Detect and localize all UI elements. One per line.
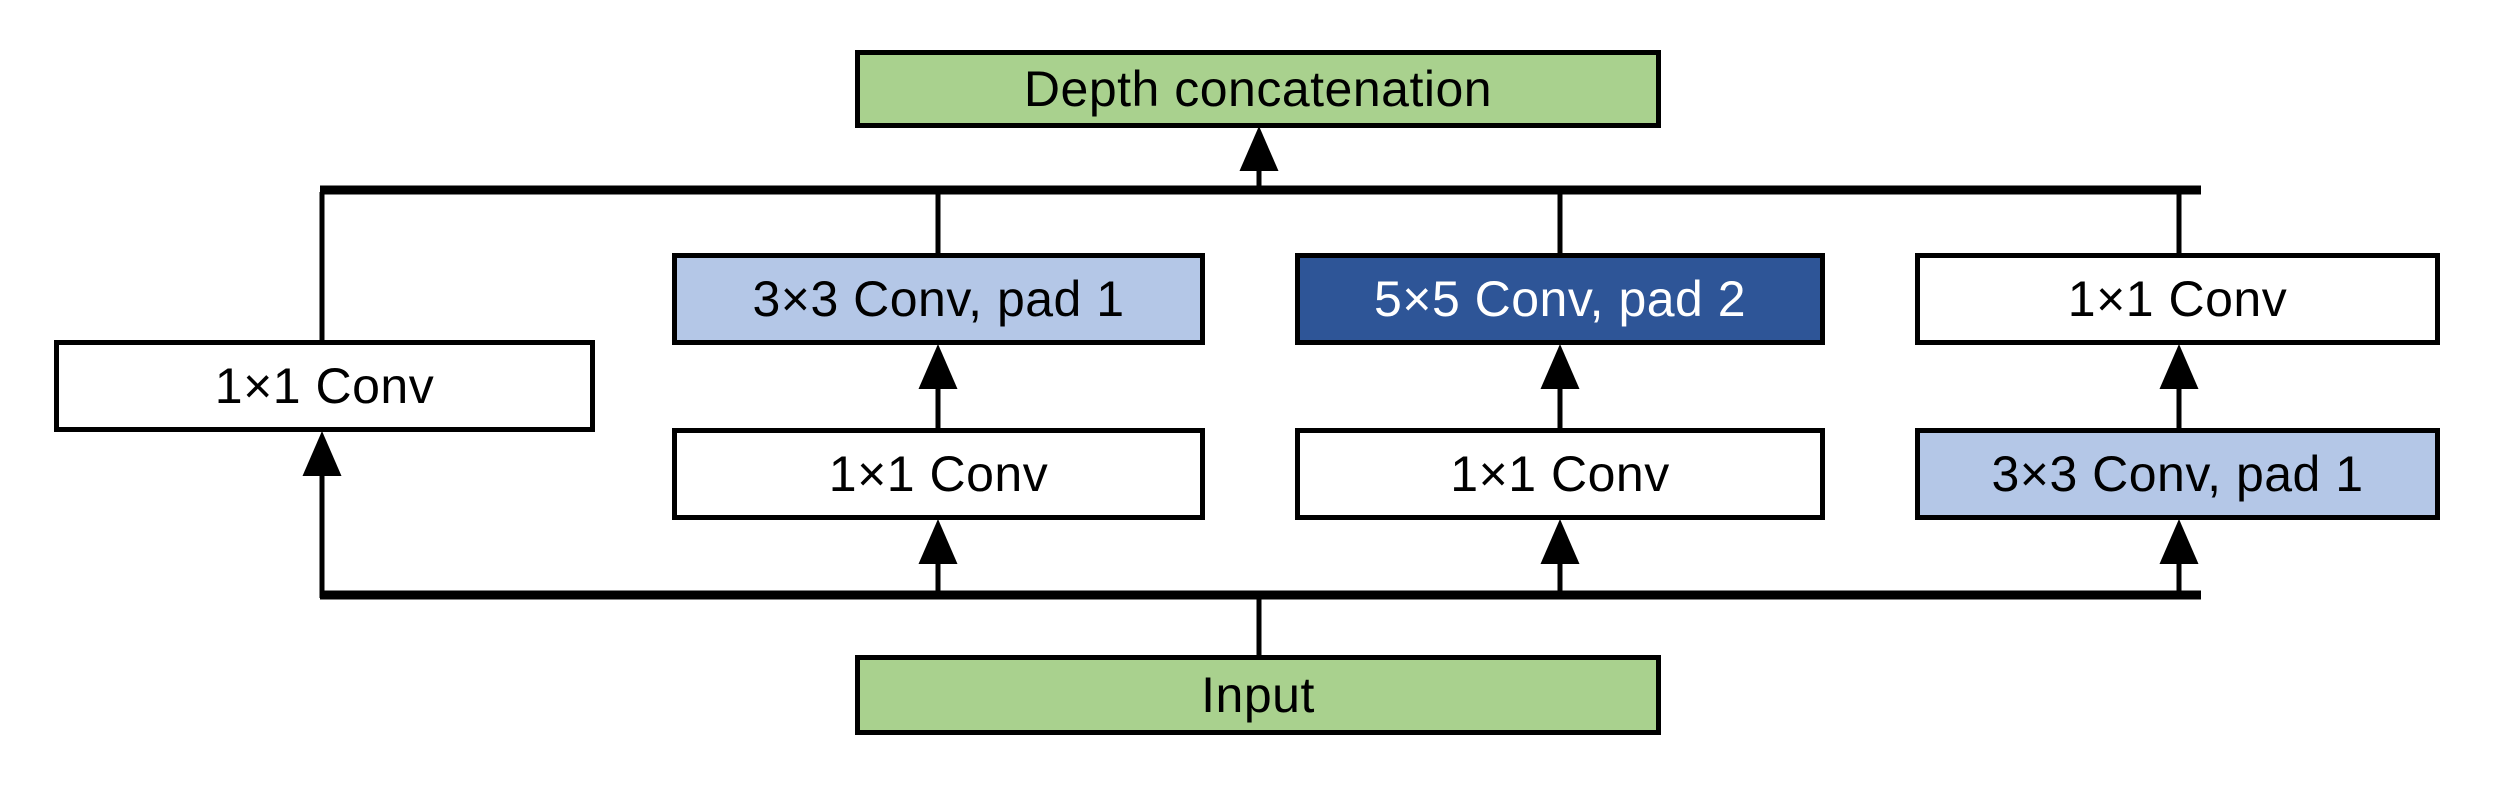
node-branch2-bottom[interactable]: 1×1 Conv — [672, 428, 1205, 520]
node-branch3-top-label: 5×5 Conv, pad 2 — [1373, 271, 1747, 327]
node-branch2-bottom-label: 1×1 Conv — [828, 446, 1049, 502]
node-input[interactable]: Input — [855, 655, 1661, 735]
node-branch4-bottom[interactable]: 3×3 Conv, pad 1 — [1915, 428, 2440, 520]
node-depth-concatenation[interactable]: Depth concatenation — [855, 50, 1661, 128]
node-input-label: Input — [1201, 667, 1315, 723]
node-branch2-top-label: 3×3 Conv, pad 1 — [752, 271, 1125, 327]
node-branch1-conv-label: 1×1 Conv — [214, 358, 435, 414]
node-branch3-bottom[interactable]: 1×1 Conv — [1295, 428, 1825, 520]
node-branch4-top[interactable]: 1×1 Conv — [1915, 253, 2440, 345]
node-branch4-top-label: 1×1 Conv — [2067, 271, 2288, 327]
node-branch3-bottom-label: 1×1 Conv — [1450, 446, 1670, 502]
node-branch1-conv[interactable]: 1×1 Conv — [54, 340, 595, 432]
node-branch4-bottom-label: 3×3 Conv, pad 1 — [1991, 446, 2364, 502]
node-depth-concatenation-label: Depth concatenation — [1023, 61, 1493, 117]
node-branch2-top[interactable]: 3×3 Conv, pad 1 — [672, 253, 1205, 345]
node-branch3-top[interactable]: 5×5 Conv, pad 2 — [1295, 253, 1825, 345]
